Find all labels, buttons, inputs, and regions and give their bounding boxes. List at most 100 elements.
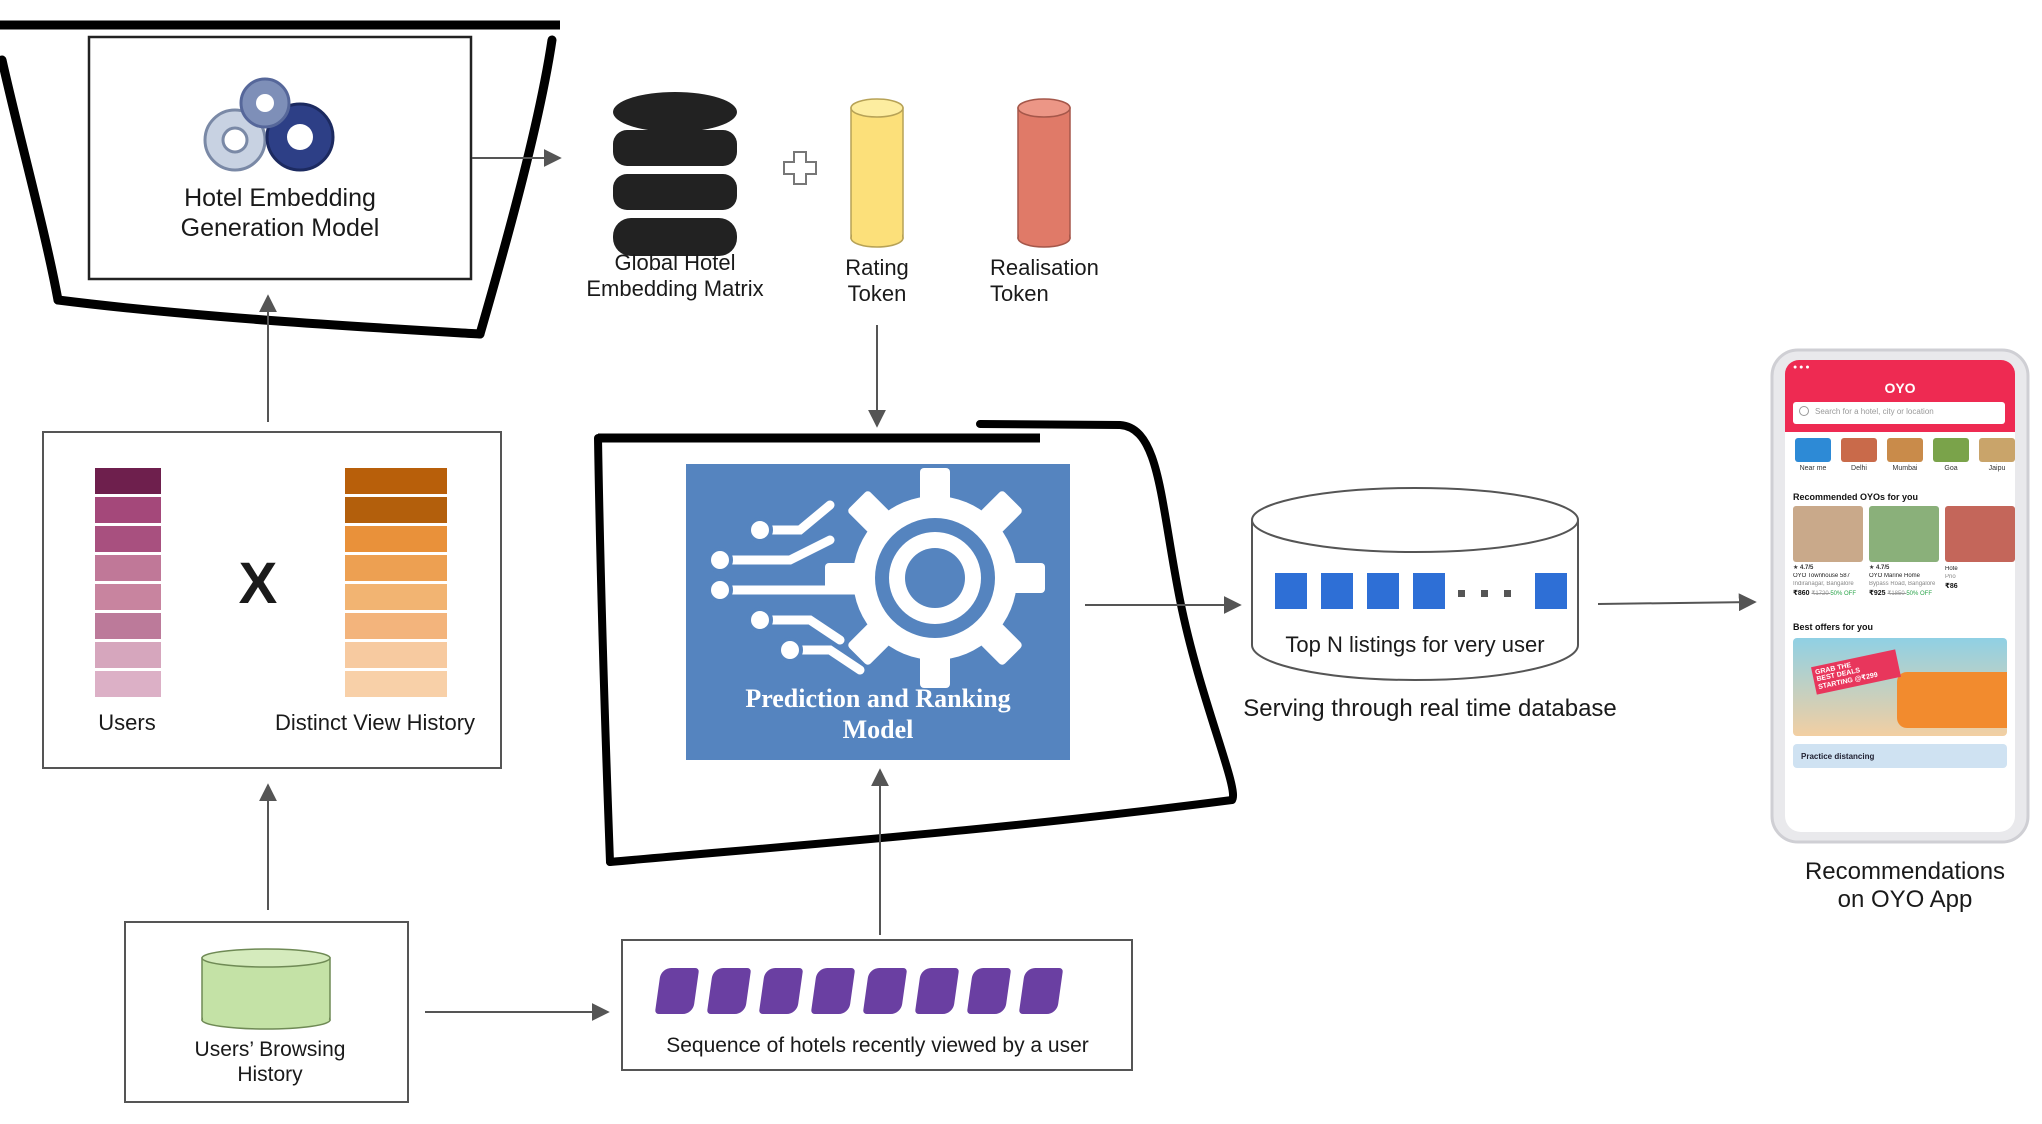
hotel-name: Hote <box>1945 566 1958 572</box>
city-item[interactable]: Mumbai <box>1885 438 1925 472</box>
hotel-area: Indiranagar, Bangalore <box>1793 581 1854 587</box>
realisation-token-cylinder <box>1017 98 1071 248</box>
embedding-model-line1: Hotel Embedding <box>184 184 376 212</box>
city-thumbnail <box>1887 438 1923 462</box>
search-placeholder: Search for a hotel, city or location <box>1815 407 1934 416</box>
offer-banner[interactable]: GRAB THE BEST DEALS STARTING @₹299 <box>1793 638 2007 736</box>
sequence-label: Sequence of hotels recently viewed by a … <box>666 1034 1089 1057</box>
browsing-history-line1: Users’ Browsing <box>194 1038 346 1061</box>
viewed-hotel-item <box>966 968 1012 1014</box>
viewed-hotel-item <box>810 968 856 1014</box>
listing-tile <box>1535 573 1567 609</box>
city-thumbnail <box>1841 438 1877 462</box>
embedding-cell <box>345 671 447 697</box>
embedding-cell <box>95 671 161 697</box>
prediction-model-line1: Prediction and Ranking <box>745 684 1011 713</box>
hotel-photo <box>1793 506 1863 562</box>
ellipsis-dot <box>1504 590 1511 597</box>
embedding-model-label: Hotel Embedding Generation Model <box>130 184 430 243</box>
realisation-token-line1: Realisation <box>990 255 1099 280</box>
top-n-listings-tiles <box>1275 573 1575 613</box>
hotel-photo <box>1945 506 2015 562</box>
city-item[interactable]: Goa <box>1931 438 1971 472</box>
viewed-hotel-item <box>914 968 960 1014</box>
rating-token-line1: Rating <box>845 255 909 280</box>
viewed-hotel-item <box>1018 968 1064 1014</box>
embedding-model-box <box>87 35 473 281</box>
viewed-hotel-item <box>706 968 752 1014</box>
city-label: Jaipu <box>1988 465 2006 472</box>
sequence-box <box>621 939 1133 1071</box>
prediction-model-line2: Model <box>842 714 914 744</box>
city-item[interactable]: Jaipu <box>1977 438 2015 472</box>
prediction-model-label: Prediction and Ranking Model <box>686 684 1070 745</box>
plus-icon <box>783 151 817 185</box>
embedding-cell <box>95 613 161 639</box>
viewed-hotel-item <box>862 968 908 1014</box>
users-matrix-box <box>42 431 502 769</box>
history-embedding-column <box>345 468 447 700</box>
hotel-price: ₹86 <box>1945 583 1958 590</box>
hotel-price: ₹860 <box>1793 590 1812 597</box>
listing-tile <box>1321 573 1353 609</box>
city-item[interactable]: Near me <box>1793 438 1833 472</box>
city-label: Near me <box>1799 465 1827 472</box>
hotel-old-price: ₹1720 <box>1811 591 1831 597</box>
embedding-cell <box>95 642 161 668</box>
circuit-nodes <box>707 517 803 663</box>
city-thumbnail <box>1795 438 1831 462</box>
rating-token-label: Rating Token <box>817 255 937 307</box>
embedding-cell <box>95 555 161 581</box>
oyo-brand: OYO <box>1884 380 1916 396</box>
city-label: Mumbai <box>1892 465 1918 472</box>
embedding-cell <box>95 584 161 610</box>
city-label: Delhi <box>1851 465 1867 472</box>
embedding-cell <box>345 584 447 610</box>
multiply-symbol: X <box>238 551 278 616</box>
hotel-price-row: ₹86 <box>1945 582 2015 590</box>
city-thumbnail <box>1979 438 2015 462</box>
hotel-price-row: ₹860 ₹1720 50% OFF <box>1793 589 1863 597</box>
users-label: Users <box>98 710 156 735</box>
hotel-area: Bypass Road, Bangalore <box>1869 581 1936 587</box>
city-item[interactable]: Delhi <box>1839 438 1879 472</box>
embedding-cell <box>345 642 447 668</box>
ellipsis-dot <box>1458 590 1465 597</box>
offer-banner-text: GRAB THE BEST DEALS STARTING @₹299 <box>1811 649 1901 695</box>
embedding-cell <box>345 526 447 552</box>
browsing-history-box <box>124 921 409 1103</box>
hotel-price: ₹925 <box>1869 590 1888 597</box>
practice-card[interactable]: Practice distancing <box>1793 744 2007 768</box>
hotel-photo <box>1869 506 1939 562</box>
hotel-old-price: ₹1850 <box>1887 591 1907 597</box>
embedding-cell <box>345 497 447 523</box>
viewed-hotel-item <box>654 968 700 1014</box>
database-icon <box>613 92 737 256</box>
history-label: Distinct View History <box>274 710 476 735</box>
gear-circuit-icon <box>825 468 1045 688</box>
realisation-token-label: Realisation Token <box>990 255 1120 307</box>
status-bar: ● ● ● <box>1785 360 2015 376</box>
search-icon <box>1799 406 1809 416</box>
browsing-history-label: Users’ Browsing History <box>150 1038 390 1088</box>
embedding-cell <box>95 497 161 523</box>
practice-text: Practice distancing <box>1801 752 1875 761</box>
oyo-app-caption-line2: on OYO App <box>1837 886 1973 914</box>
embedding-frame <box>0 20 560 339</box>
search-bar[interactable]: Search for a hotel, city or location <box>1793 402 2005 424</box>
db-caption: Serving through real time database <box>1243 695 1617 722</box>
listing-tile <box>1413 573 1445 609</box>
gears-icon <box>203 77 335 172</box>
db-inner-label: Top N listings for very user <box>1285 632 1545 657</box>
sequence-items <box>654 968 1098 1016</box>
embedding-cell <box>95 526 161 552</box>
offer-bus <box>1897 672 2007 728</box>
users-embedding-column <box>95 468 161 700</box>
hotel-rating: ★ 4.7/5 <box>1869 565 1890 571</box>
